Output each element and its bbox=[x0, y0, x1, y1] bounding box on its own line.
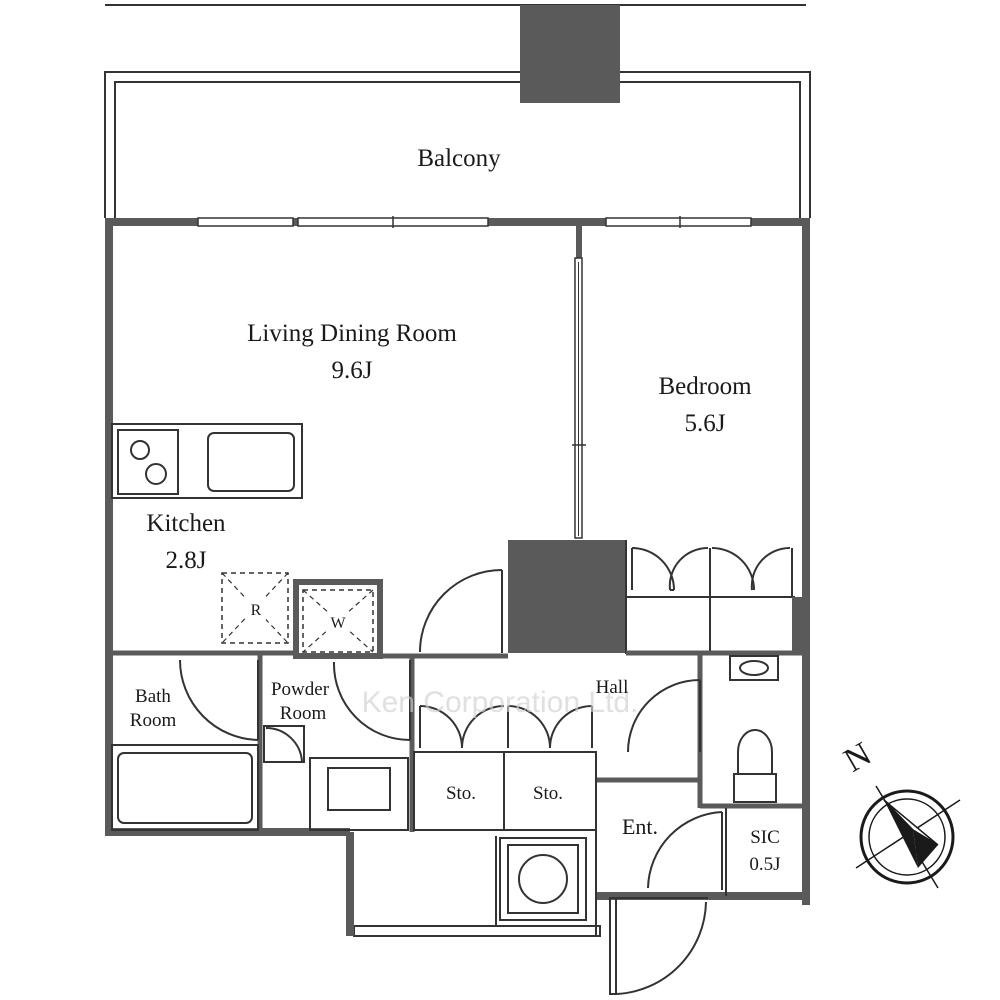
entrance-door bbox=[609, 897, 708, 995]
powder-label-line1: Powder bbox=[271, 679, 330, 700]
bedroom-label: Bedroom bbox=[658, 373, 752, 400]
structural-column-top bbox=[520, 5, 620, 103]
balcony-windows bbox=[197, 216, 752, 228]
interior-walls bbox=[109, 650, 806, 832]
kitchen-counter bbox=[111, 423, 303, 499]
storage-1-label: Sto. bbox=[446, 783, 476, 804]
laundry-area bbox=[353, 832, 601, 937]
living-dining-label: Living Dining Room bbox=[247, 320, 457, 347]
bedroom-closet bbox=[625, 540, 795, 654]
hall-label: Hall bbox=[596, 677, 629, 698]
living-door bbox=[419, 569, 503, 653]
powder-room bbox=[263, 660, 411, 831]
living-dining-size: 9.6J bbox=[332, 357, 373, 384]
powder-label-line2: Room bbox=[280, 703, 327, 724]
entrance-label: Ent. bbox=[622, 814, 658, 839]
kitchen-label: Kitchen bbox=[146, 510, 226, 537]
toilet-room bbox=[627, 655, 779, 803]
compass-north-label: N bbox=[838, 735, 878, 779]
refrigerator-label: R bbox=[251, 602, 262, 619]
bath-label-line2: Room bbox=[130, 710, 177, 731]
refrigerator-space: R bbox=[221, 572, 289, 644]
storage-2-label: Sto. bbox=[533, 783, 563, 804]
bedroom-partition bbox=[572, 224, 586, 539]
entrance bbox=[595, 780, 727, 896]
kitchen-size: 2.8J bbox=[166, 547, 207, 574]
sic-label: SIC bbox=[750, 827, 780, 848]
washer-label: W bbox=[330, 615, 346, 632]
balcony-label: Balcony bbox=[417, 145, 501, 172]
bath-room bbox=[111, 659, 259, 831]
bath-label-line1: Bath bbox=[135, 686, 171, 707]
watermark: Ken Corporation Ltd. bbox=[362, 686, 639, 719]
closet-wall-pillar bbox=[792, 597, 806, 653]
structural-column-center bbox=[508, 540, 626, 653]
compass-icon: N bbox=[838, 735, 961, 889]
exterior-walls bbox=[105, 218, 810, 936]
bedroom-size: 5.6J bbox=[685, 410, 726, 437]
hall-storage bbox=[413, 705, 597, 831]
balcony-outline bbox=[104, 71, 811, 218]
sic-size: 0.5J bbox=[749, 854, 780, 875]
laundry-wall bbox=[346, 832, 354, 936]
washer-space: W bbox=[293, 579, 383, 659]
